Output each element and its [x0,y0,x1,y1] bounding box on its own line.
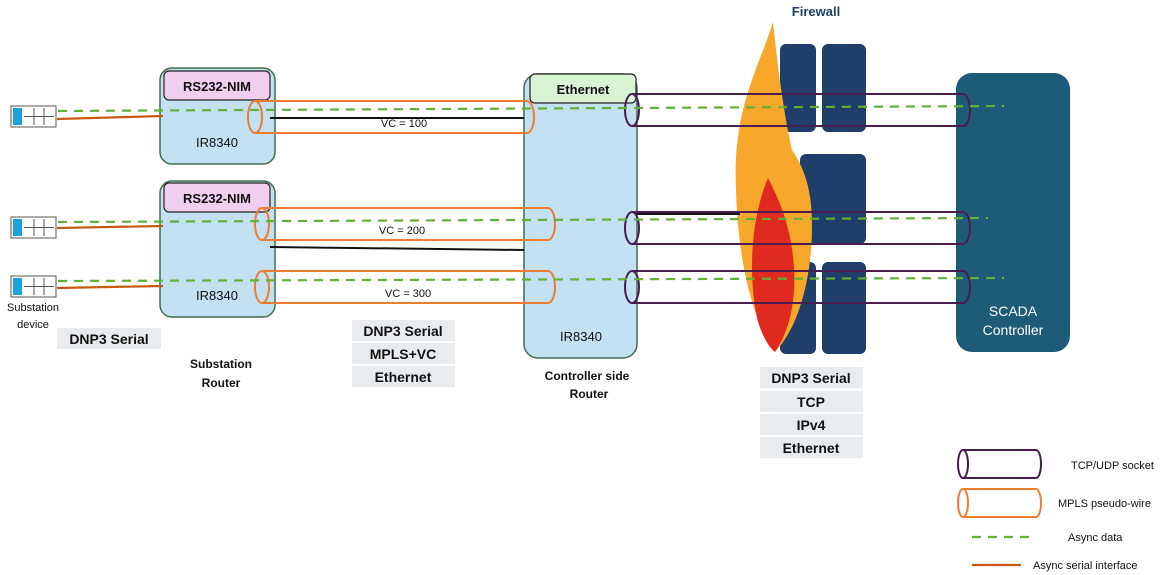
tcp-pipe-3 [632,270,971,304]
scada-controller [956,73,1070,352]
firewall-brick [800,154,866,244]
link-line [269,246,525,251]
vc-label-3: VC = 300 [385,288,431,300]
controller-router-label-line1: Controller side [545,369,630,383]
ethernet-label: Ethernet [557,82,610,97]
tcp-pipe-2 [632,211,971,245]
serial-line [56,284,164,290]
controller-router-label-line2: Router [570,387,609,401]
legend-tcp-udp-label: TCP/UDP socket [1071,460,1154,472]
rs232-nim-module-1 [163,70,271,101]
substation-device-label-line1: Substation [7,302,59,314]
mpls-pipe-end [247,100,263,134]
substation-router-label-line2: Router [202,376,241,390]
mpls-pipe-1 [255,100,535,134]
substation-device-label-line2: device [17,319,49,331]
mpls-pipe-3 [262,270,556,304]
substation-router-2 [159,180,276,318]
stack-layer-text: DNP3 Serial [363,323,442,339]
stack-layer-text: IPv4 [797,417,826,433]
tcp-pipe-1 [632,93,971,127]
tcp-pipes [624,93,971,304]
stack-layer-text: Ethernet [375,369,432,385]
stack-layer [760,391,863,412]
stack-layer-text: DNP3 Serial [69,331,148,347]
mpls-pipes [247,100,556,304]
ir8340-controller-label: IR8340 [560,329,602,344]
legend-mpls-label: MPLS pseudo-wire [1058,498,1151,510]
rs232-nim-label-2: RS232-NIM [183,191,251,206]
legend: TCP/UDP socket MPLS pseudo-wire Async da… [957,449,1154,572]
stack-layer [352,320,455,341]
ir8340-label-1: IR8340 [196,135,238,150]
stack-layer-text: Ethernet [783,440,840,456]
vc-label-1: VC = 100 [381,118,427,130]
stack-layer [352,366,455,387]
stack-layer [760,414,863,435]
legend-tcp-udp-swatch [957,449,1042,479]
vc-label-2: VC = 200 [379,225,425,237]
controller-router [523,73,638,359]
scada-label-line2: Controller [983,322,1044,338]
physical-links [269,117,740,251]
stack-layer-text: TCP [797,394,825,410]
async-data-line [57,104,1005,113]
legend-async-serial-label: Async serial interface [1033,560,1138,572]
tcp-protocol-stack: DNP3 Serial TCP IPv4 Ethernet [760,367,863,458]
async-data-line [57,276,1005,283]
substation-devices [10,105,164,298]
ir8340-label-2: IR8340 [196,288,238,303]
substation-device-1 [10,105,57,128]
tcp-pipe-end [624,211,640,245]
tcp-pipe-end [624,270,640,304]
legend-mpls-swatch [957,488,1042,518]
mpls-protocol-stack: DNP3 Serial MPLS+VC Ethernet [352,320,455,387]
stack-layer-text: DNP3 Serial [771,370,850,386]
firewall-brick [780,44,816,132]
firewall-flame-inner [752,178,795,352]
legend-async-data-label: Async data [1068,532,1123,544]
substation-device-3 [10,275,57,298]
substation-device-2 [10,216,57,239]
firewall-brick [822,44,866,132]
serial-line [56,224,164,230]
mpls-pipe-end [254,270,270,304]
stack-layer [57,328,161,349]
stack-layer [760,437,863,458]
device-protocol-stack: DNP3 Serial [57,328,161,349]
mpls-pipe-2 [262,207,556,241]
serial-line [56,114,164,121]
firewall-title: Firewall [792,4,840,19]
scada-label-line1: SCADA [989,303,1038,319]
stack-layer [760,367,863,388]
mpls-pipe-end [254,207,270,241]
ethernet-module [529,73,637,104]
rs232-nim-label-1: RS232-NIM [183,79,251,94]
stack-layer-text: MPLS+VC [370,346,437,362]
tcp-pipe-end [624,93,640,127]
firewall-brick [822,262,866,354]
substation-router-label-line1: Substation [190,357,252,371]
stack-layer [352,343,455,364]
rs232-nim-module-2 [163,182,271,213]
async-data-line [57,216,989,224]
async-data-lines [57,104,1005,283]
